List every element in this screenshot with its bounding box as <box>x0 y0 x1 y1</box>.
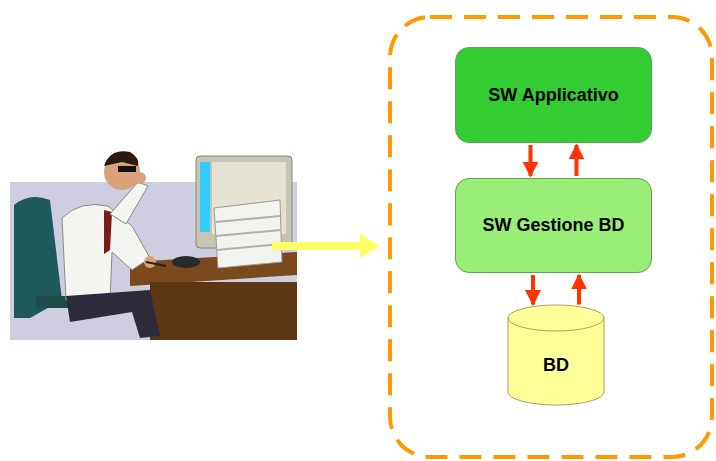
system-boundary <box>390 17 712 457</box>
flow-arrow <box>272 234 380 258</box>
worker-clipart <box>10 151 297 340</box>
data-arrow <box>577 275 581 305</box>
dbms-box: SW Gestione BD <box>455 178 652 273</box>
node-label: SW Applicativo <box>488 85 618 106</box>
node-label: SW Gestione BD <box>482 215 624 236</box>
data-arrow <box>531 275 535 305</box>
data-arrow <box>575 145 579 176</box>
data-arrow <box>529 145 533 176</box>
database-cylinder: BD <box>507 305 605 405</box>
application-box: SW Applicativo <box>455 47 652 143</box>
node-label: BD <box>543 355 569 376</box>
